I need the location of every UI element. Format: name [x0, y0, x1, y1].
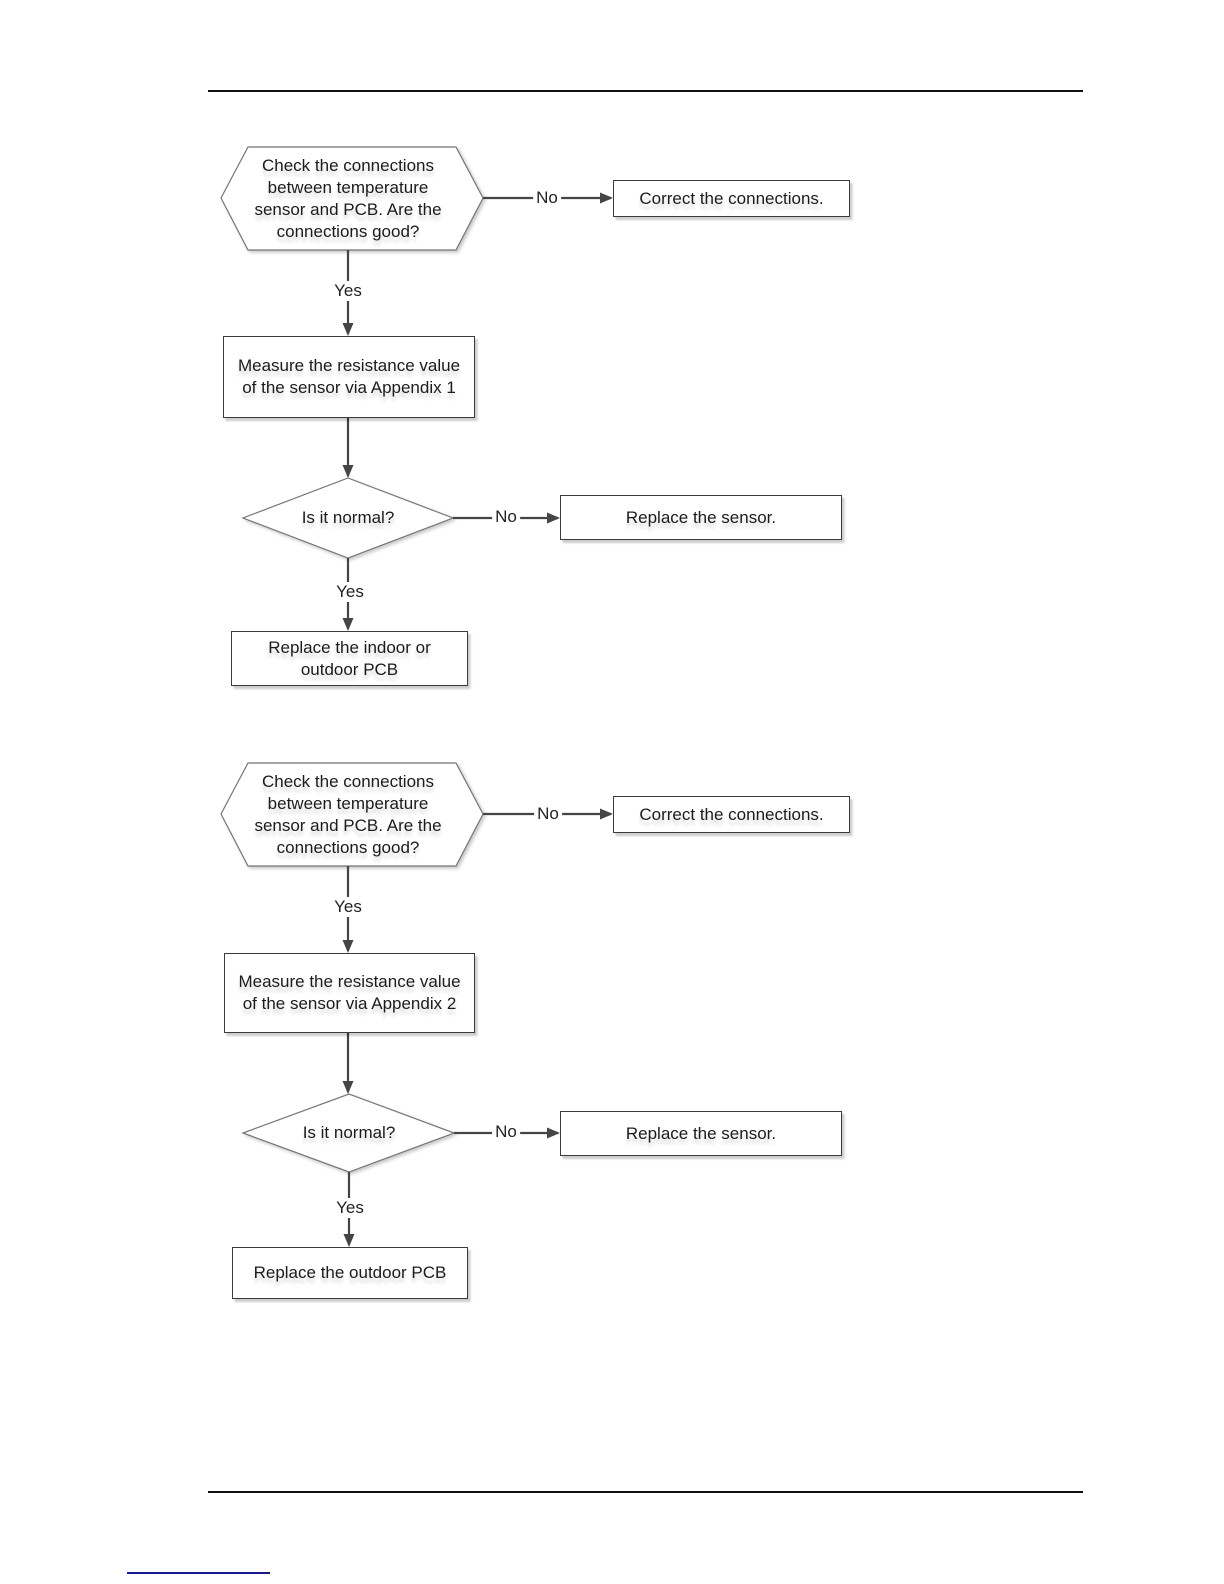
is-it-normal-text: Is it normal?	[302, 1123, 396, 1142]
edge-label-no: No	[533, 188, 561, 208]
replace-sensor-box: Replace the sensor.	[560, 495, 842, 540]
footer-link-underline	[127, 1572, 270, 1574]
header-rule	[208, 90, 1083, 92]
correct-connections-box: Correct the connections.	[613, 180, 850, 217]
edge-label-yes: Yes	[333, 582, 367, 602]
edge-label-yes: Yes	[333, 1198, 367, 1218]
edge-label-no: No	[492, 507, 520, 527]
edge-label-yes: Yes	[331, 897, 365, 917]
replace-pcb-box: Replace the indoor or outdoor PCB	[231, 631, 468, 686]
start-decision-text: Check the connections between temperatur…	[254, 771, 442, 857]
edge-label-no: No	[492, 1122, 520, 1142]
footer-rule	[208, 1491, 1083, 1493]
is-it-normal-text: Is it normal?	[301, 508, 395, 527]
replace-sensor-box: Replace the sensor.	[560, 1111, 842, 1156]
edge-label-yes: Yes	[331, 281, 365, 301]
measure-resistance-box: Measure the resistance value of the sens…	[223, 336, 475, 418]
correct-connections-box: Correct the connections.	[613, 796, 850, 833]
start-decision-text: Check the connections between temperatur…	[254, 155, 442, 241]
edge-label-no: No	[534, 804, 562, 824]
replace-pcb-box: Replace the outdoor PCB	[232, 1247, 468, 1299]
measure-resistance-box: Measure the resistance value of the sens…	[224, 953, 475, 1033]
